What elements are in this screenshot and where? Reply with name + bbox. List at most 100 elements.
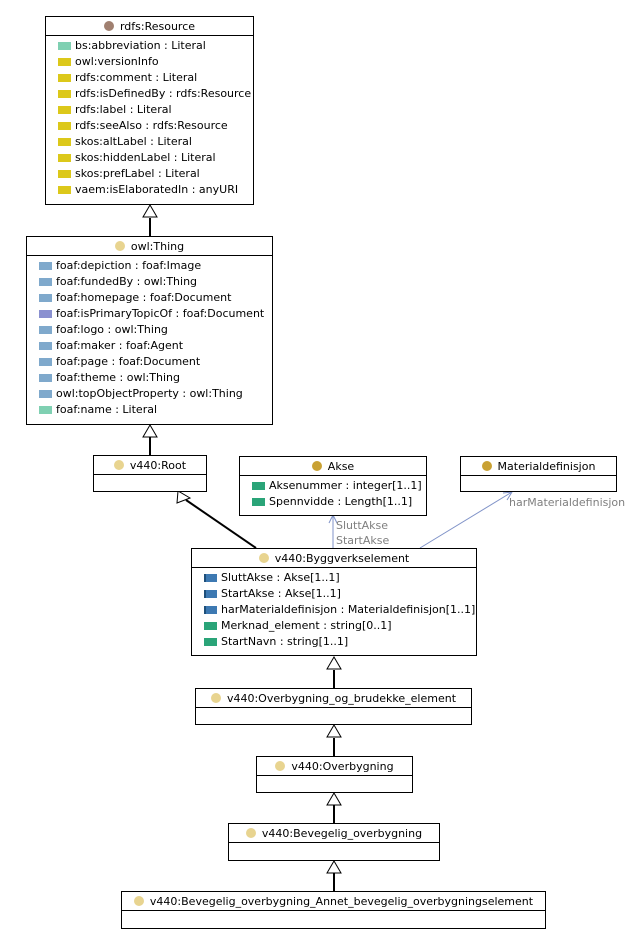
class-rdfs-resource[interactable]: rdfs:Resource bs:abbreviation : Literal o… bbox=[45, 16, 254, 205]
class-v440-bevegelig-overbygning[interactable]: v440:Bevegelig_overbygning bbox=[228, 823, 440, 861]
attribute-row: foaf:maker : foaf:Agent bbox=[27, 338, 272, 354]
generalization-arrowhead-byggverk bbox=[326, 656, 342, 670]
attribute-icon bbox=[58, 90, 71, 98]
attribute-text: SluttAkse : Akse[1..1] bbox=[221, 571, 340, 584]
attribute-icon bbox=[39, 326, 52, 334]
attribute-row: foaf:logo : owl:Thing bbox=[27, 322, 272, 338]
attribute-text: skos:hiddenLabel : Literal bbox=[75, 151, 216, 164]
attribute-text: foaf:depiction : foaf:Image bbox=[56, 259, 202, 272]
attribute-row: vaem:isElaboratedIn : anyURI bbox=[46, 182, 253, 198]
attribute-row: foaf:isPrimaryTopicOf : foaf:Document bbox=[27, 306, 272, 322]
attribute-text: StartNavn : string[1..1] bbox=[221, 635, 349, 648]
attribute-text: Spennvidde : Length[1..1] bbox=[269, 495, 413, 508]
class-v440-overbygning-og-brudekke-element[interactable]: v440:Overbygning_og_brudekke_element bbox=[195, 688, 472, 725]
attribute-text: foaf:page : foaf:Document bbox=[56, 355, 201, 368]
attribute-row: bs:abbreviation : Literal bbox=[46, 38, 253, 54]
attribute-icon bbox=[204, 606, 217, 614]
attribute-text: vaem:isElaboratedIn : anyURI bbox=[75, 183, 239, 196]
attribute-row: skos:hiddenLabel : Literal bbox=[46, 150, 253, 166]
class-icon bbox=[481, 461, 492, 471]
class-header: v440:Byggverkselement bbox=[192, 549, 476, 568]
attribute-row: rdfs:isDefinedBy : rdfs:Resource bbox=[46, 86, 253, 102]
attribute-row: skos:altLabel : Literal bbox=[46, 134, 253, 150]
class-icon bbox=[113, 460, 124, 470]
attribute-icon bbox=[58, 42, 71, 50]
attribute-row: StartNavn : string[1..1] bbox=[192, 634, 476, 650]
attribute-row: skos:prefLabel : Literal bbox=[46, 166, 253, 182]
class-icon bbox=[275, 761, 286, 771]
generalization-arrowhead-resource bbox=[142, 204, 158, 218]
class-materialdefinisjon[interactable]: Materialdefinisjon bbox=[460, 456, 617, 492]
class-v440-overbygning[interactable]: v440:Overbygning bbox=[256, 756, 413, 793]
association-label-sluttakse: SluttAkse bbox=[336, 519, 389, 532]
attribute-icon bbox=[39, 358, 52, 366]
attribute-row: harMaterialdefinisjon : Materialdefinisj… bbox=[192, 602, 476, 618]
class-v440-bevegelig-overbygning-annet[interactable]: v440:Bevegelig_overbygning_Annet_bevegel… bbox=[121, 891, 546, 929]
class-akse[interactable]: Akse Aksenummer : integer[1..1] Spennvidd… bbox=[239, 456, 427, 516]
attribute-text: StartAkse : Akse[1..1] bbox=[221, 587, 341, 600]
attribute-text: owl:topObjectProperty : owl:Thing bbox=[56, 387, 243, 400]
class-header: Materialdefinisjon bbox=[461, 457, 616, 476]
association-label-startakse: StartAkse bbox=[336, 534, 390, 547]
attribute-text: foaf:fundedBy : owl:Thing bbox=[56, 275, 198, 288]
attribute-icon bbox=[58, 186, 71, 194]
attribute-row: foaf:name : Literal bbox=[27, 402, 272, 418]
attribute-row: rdfs:label : Literal bbox=[46, 102, 253, 118]
attribute-text: Merknad_element : string[0..1] bbox=[221, 619, 392, 632]
attribute-row: StartAkse : Akse[1..1] bbox=[192, 586, 476, 602]
attribute-text: foaf:isPrimaryTopicOf : foaf:Document bbox=[56, 307, 265, 320]
generalization-arrowhead-root bbox=[176, 490, 192, 504]
attribute-text: skos:altLabel : Literal bbox=[75, 135, 192, 148]
class-header: v440:Overbygning bbox=[257, 757, 412, 776]
attribute-text: foaf:name : Literal bbox=[56, 403, 158, 416]
attribute-text: rdfs:label : Literal bbox=[75, 103, 172, 116]
attribute-row: owl:versionInfo bbox=[46, 54, 253, 70]
attribute-row: foaf:fundedBy : owl:Thing bbox=[27, 274, 272, 290]
attribute-row: foaf:theme : owl:Thing bbox=[27, 370, 272, 386]
attribute-list: bs:abbreviation : Literal owl:versionInfo… bbox=[46, 36, 253, 198]
class-icon bbox=[245, 828, 256, 838]
attribute-row: Spennvidde : Length[1..1] bbox=[240, 494, 426, 510]
class-title: v440:Bevegelig_overbygning bbox=[261, 826, 423, 840]
class-icon bbox=[103, 21, 114, 31]
class-header: v440:Root bbox=[94, 456, 206, 475]
class-icon bbox=[258, 553, 269, 563]
attribute-icon bbox=[58, 122, 71, 130]
class-header: rdfs:Resource bbox=[46, 17, 253, 36]
class-owl-thing[interactable]: owl:Thing foaf:depiction : foaf:Image foa… bbox=[26, 236, 273, 425]
class-header: v440:Bevegelig_overbygning_Annet_bevegel… bbox=[122, 892, 545, 911]
attribute-text: rdfs:isDefinedBy : rdfs:Resource bbox=[75, 87, 252, 100]
attribute-icon bbox=[58, 138, 71, 146]
class-icon bbox=[133, 896, 144, 906]
class-header: v440:Bevegelig_overbygning bbox=[229, 824, 439, 843]
class-icon bbox=[210, 693, 221, 703]
attribute-row: SluttAkse : Akse[1..1] bbox=[192, 570, 476, 586]
attribute-icon bbox=[39, 294, 52, 302]
class-header: Akse bbox=[240, 457, 426, 476]
attribute-icon bbox=[39, 262, 52, 270]
attribute-text: foaf:theme : owl:Thing bbox=[56, 371, 180, 384]
class-header: v440:Overbygning_og_brudekke_element bbox=[196, 689, 471, 708]
attribute-text: bs:abbreviation : Literal bbox=[75, 39, 206, 52]
generalization-arrowhead-owlthing bbox=[142, 424, 158, 438]
class-v440-byggverkselement[interactable]: v440:Byggverkselement SluttAkse : Akse[1… bbox=[191, 548, 477, 656]
class-title: owl:Thing bbox=[130, 239, 185, 253]
class-icon bbox=[311, 461, 322, 471]
class-title: Materialdefinisjon bbox=[497, 459, 596, 473]
class-title: v440:Overbygning_og_brudekke_element bbox=[226, 691, 457, 705]
attribute-text: foaf:logo : owl:Thing bbox=[56, 323, 168, 336]
attribute-icon bbox=[204, 622, 217, 630]
attribute-text: Aksenummer : integer[1..1] bbox=[269, 479, 422, 492]
attribute-row: foaf:page : foaf:Document bbox=[27, 354, 272, 370]
class-v440-root[interactable]: v440:Root bbox=[93, 455, 207, 492]
attribute-row: rdfs:seeAlso : rdfs:Resource bbox=[46, 118, 253, 134]
attribute-text: rdfs:seeAlso : rdfs:Resource bbox=[75, 119, 228, 132]
generalization-byggverk-to-root bbox=[185, 499, 257, 549]
generalization-arrowhead-overbygning bbox=[326, 792, 342, 806]
attribute-row: Merknad_element : string[0..1] bbox=[192, 618, 476, 634]
attribute-icon bbox=[58, 58, 71, 66]
attribute-icon bbox=[204, 574, 217, 582]
generalization-arrowhead-bevegelig bbox=[326, 860, 342, 874]
attribute-icon bbox=[39, 310, 52, 318]
